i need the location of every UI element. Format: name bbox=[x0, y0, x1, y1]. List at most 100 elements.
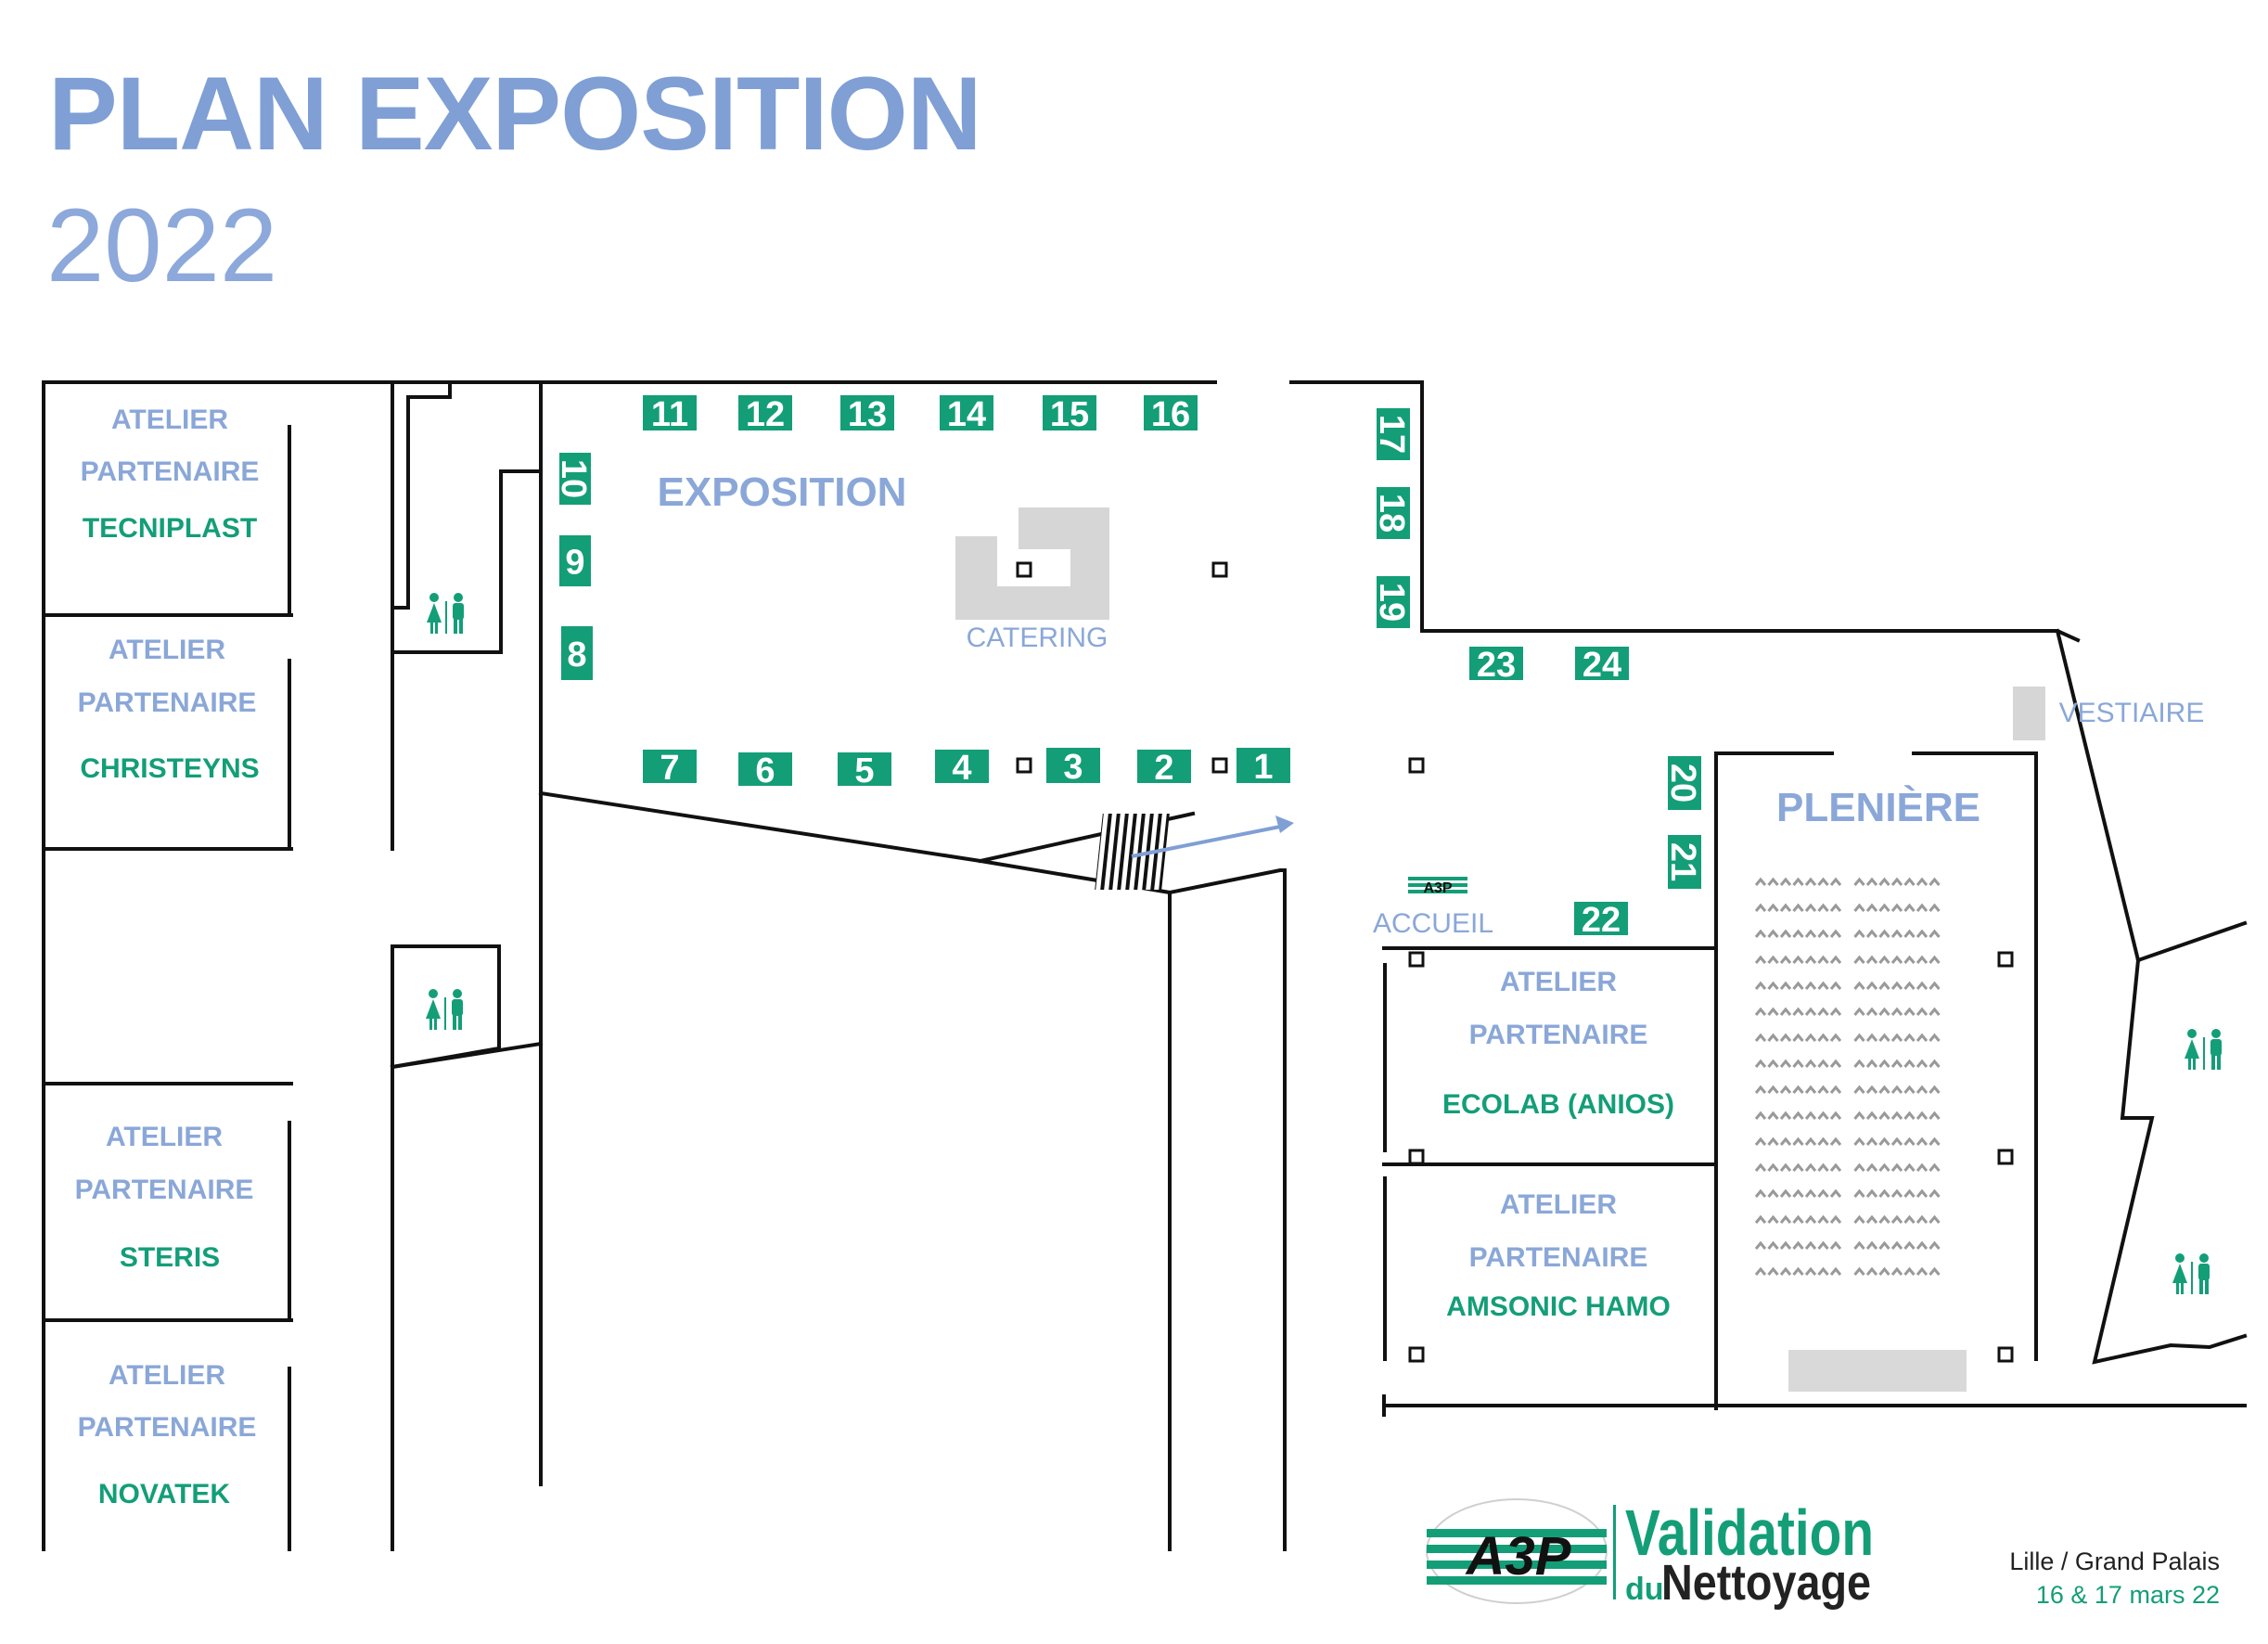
atelier-amsonic[interactable]: ATELIER PARTENAIRE AMSONIC HAMO bbox=[1446, 1189, 1671, 1322]
booth-7[interactable]: 7 bbox=[643, 749, 697, 788]
atelier-steris[interactable]: ATELIER PARTENAIRE STERIS bbox=[75, 1122, 254, 1273]
booth-9[interactable]: 9 bbox=[559, 535, 591, 586]
seat-icon bbox=[1903, 1137, 1916, 1146]
seat-icon bbox=[1903, 877, 1916, 886]
atelier-novatek[interactable]: ATELIER PARTENAIRE NOVATEK bbox=[78, 1360, 257, 1509]
seat-icon bbox=[1890, 981, 1903, 990]
seat-icon bbox=[1916, 1033, 1928, 1042]
atelier-label: ATELIER bbox=[1500, 967, 1617, 997]
booth-11[interactable]: 11 bbox=[643, 395, 697, 434]
booth-box bbox=[1574, 902, 1628, 935]
seat-icon bbox=[1792, 1007, 1804, 1016]
booth-22[interactable]: 22 bbox=[1574, 901, 1628, 940]
walls bbox=[42, 380, 2248, 1551]
seat-icon bbox=[1829, 1162, 1842, 1172]
seat-icon bbox=[1853, 929, 1865, 938]
seat-icon bbox=[1754, 877, 1767, 886]
booth-21[interactable]: 21 bbox=[1663, 835, 1702, 889]
seat-icon bbox=[1817, 1240, 1829, 1250]
booth-14[interactable]: 14 bbox=[940, 395, 993, 434]
booth-3[interactable]: 3 bbox=[1046, 748, 1100, 787]
seat-icon bbox=[1928, 1085, 1941, 1094]
booth-12[interactable]: 12 bbox=[738, 395, 792, 434]
seat-icon bbox=[1779, 929, 1792, 938]
seat-icon bbox=[1829, 1007, 1842, 1016]
seat-icon bbox=[1928, 1266, 1941, 1276]
booth-18[interactable]: 18 bbox=[1372, 487, 1411, 539]
seat-icon bbox=[1792, 955, 1804, 964]
atelier-label: PARTENAIRE bbox=[75, 1175, 254, 1205]
seat-icon bbox=[1804, 929, 1817, 938]
atelier-label: ATELIER bbox=[106, 1122, 223, 1152]
seat-icon bbox=[1865, 1007, 1878, 1016]
booth-number: 9 bbox=[565, 544, 584, 583]
atelier-label: ATELIER bbox=[1500, 1189, 1617, 1220]
booth-15[interactable]: 15 bbox=[1043, 395, 1096, 434]
seat-icon bbox=[1779, 1137, 1792, 1146]
seat-icon bbox=[1792, 929, 1804, 938]
booth-box bbox=[643, 395, 697, 430]
stairs bbox=[1095, 814, 1170, 890]
atelier-christeyns[interactable]: ATELIER PARTENAIRE CHRISTEYNS bbox=[78, 635, 260, 784]
seat-icon bbox=[1928, 1111, 1941, 1120]
booth-5[interactable]: 5 bbox=[838, 751, 891, 790]
seat-icon bbox=[1890, 1059, 1903, 1068]
seat-icon bbox=[1903, 1188, 1916, 1198]
booth-number: 7 bbox=[660, 749, 679, 788]
seat-icon bbox=[1767, 1033, 1779, 1042]
pillars bbox=[1016, 561, 2014, 1363]
logo-nettoyage: Nettoyage bbox=[1661, 1555, 1871, 1611]
seat-icon bbox=[1754, 981, 1767, 990]
booth-1[interactable]: 1 bbox=[1237, 748, 1290, 787]
booth-8[interactable]: 8 bbox=[561, 626, 593, 680]
booth-4[interactable]: 4 bbox=[935, 749, 989, 788]
booth-17[interactable]: 17 bbox=[1372, 408, 1411, 460]
seat-icon bbox=[1829, 981, 1842, 990]
atelier-label: ATELIER bbox=[109, 635, 225, 665]
seat-icon bbox=[1767, 1188, 1779, 1198]
atelier-partner: STERIS bbox=[120, 1242, 220, 1273]
seat-icon bbox=[1779, 1162, 1792, 1172]
seat-icon bbox=[1779, 1007, 1792, 1016]
seat-icon bbox=[1779, 1111, 1792, 1120]
seat-icon bbox=[1779, 1240, 1792, 1250]
seat-icon bbox=[1903, 1162, 1916, 1172]
restroom-icon bbox=[426, 989, 463, 1030]
seat-icon bbox=[1853, 1266, 1865, 1276]
booth-number: 2 bbox=[1154, 749, 1173, 788]
seat-icon bbox=[1878, 1085, 1890, 1094]
booth-10[interactable]: 10 bbox=[554, 453, 593, 505]
seat-icon bbox=[1817, 1162, 1829, 1172]
seat-icon bbox=[1754, 1266, 1767, 1276]
booth-16[interactable]: 16 bbox=[1144, 395, 1198, 434]
seat-icon bbox=[1792, 1059, 1804, 1068]
booth-box bbox=[1575, 647, 1629, 680]
booth-number: 12 bbox=[746, 395, 785, 434]
booth-13[interactable]: 13 bbox=[840, 395, 894, 434]
booth-24[interactable]: 24 bbox=[1575, 646, 1629, 685]
booth-box bbox=[1469, 647, 1523, 680]
booth-2[interactable]: 2 bbox=[1137, 749, 1191, 788]
atelier-ecolab[interactable]: ATELIER PARTENAIRE ECOLAB (ANIOS) bbox=[1442, 967, 1674, 1120]
booth-23[interactable]: 23 bbox=[1469, 646, 1523, 685]
zone-vestiaire: VESTIAIRE bbox=[2059, 698, 2205, 728]
atelier-tecniplast[interactable]: ATELIER PARTENAIRE TECNIPLAST bbox=[81, 405, 260, 544]
booth-number: 5 bbox=[854, 751, 874, 790]
booth-6[interactable]: 6 bbox=[738, 751, 792, 790]
booth-19[interactable]: 19 bbox=[1372, 576, 1411, 628]
seat-icon bbox=[1817, 1137, 1829, 1146]
seat-icon bbox=[1865, 1033, 1878, 1042]
booth-20[interactable]: 20 bbox=[1663, 756, 1702, 810]
catering-counter bbox=[955, 507, 1109, 620]
seat-icon bbox=[1853, 903, 1865, 912]
seat-icon bbox=[1817, 981, 1829, 990]
seat-icon bbox=[1890, 1085, 1903, 1094]
booth-box bbox=[1668, 756, 1701, 810]
seat-icon bbox=[1817, 955, 1829, 964]
atelier-label: PARTENAIRE bbox=[78, 687, 257, 718]
seat-icon bbox=[1792, 1033, 1804, 1042]
seat-icon bbox=[1928, 1188, 1941, 1198]
seat-icon bbox=[1754, 903, 1767, 912]
seat-icon bbox=[1878, 1111, 1890, 1120]
booth-number: 21 bbox=[1663, 842, 1702, 881]
